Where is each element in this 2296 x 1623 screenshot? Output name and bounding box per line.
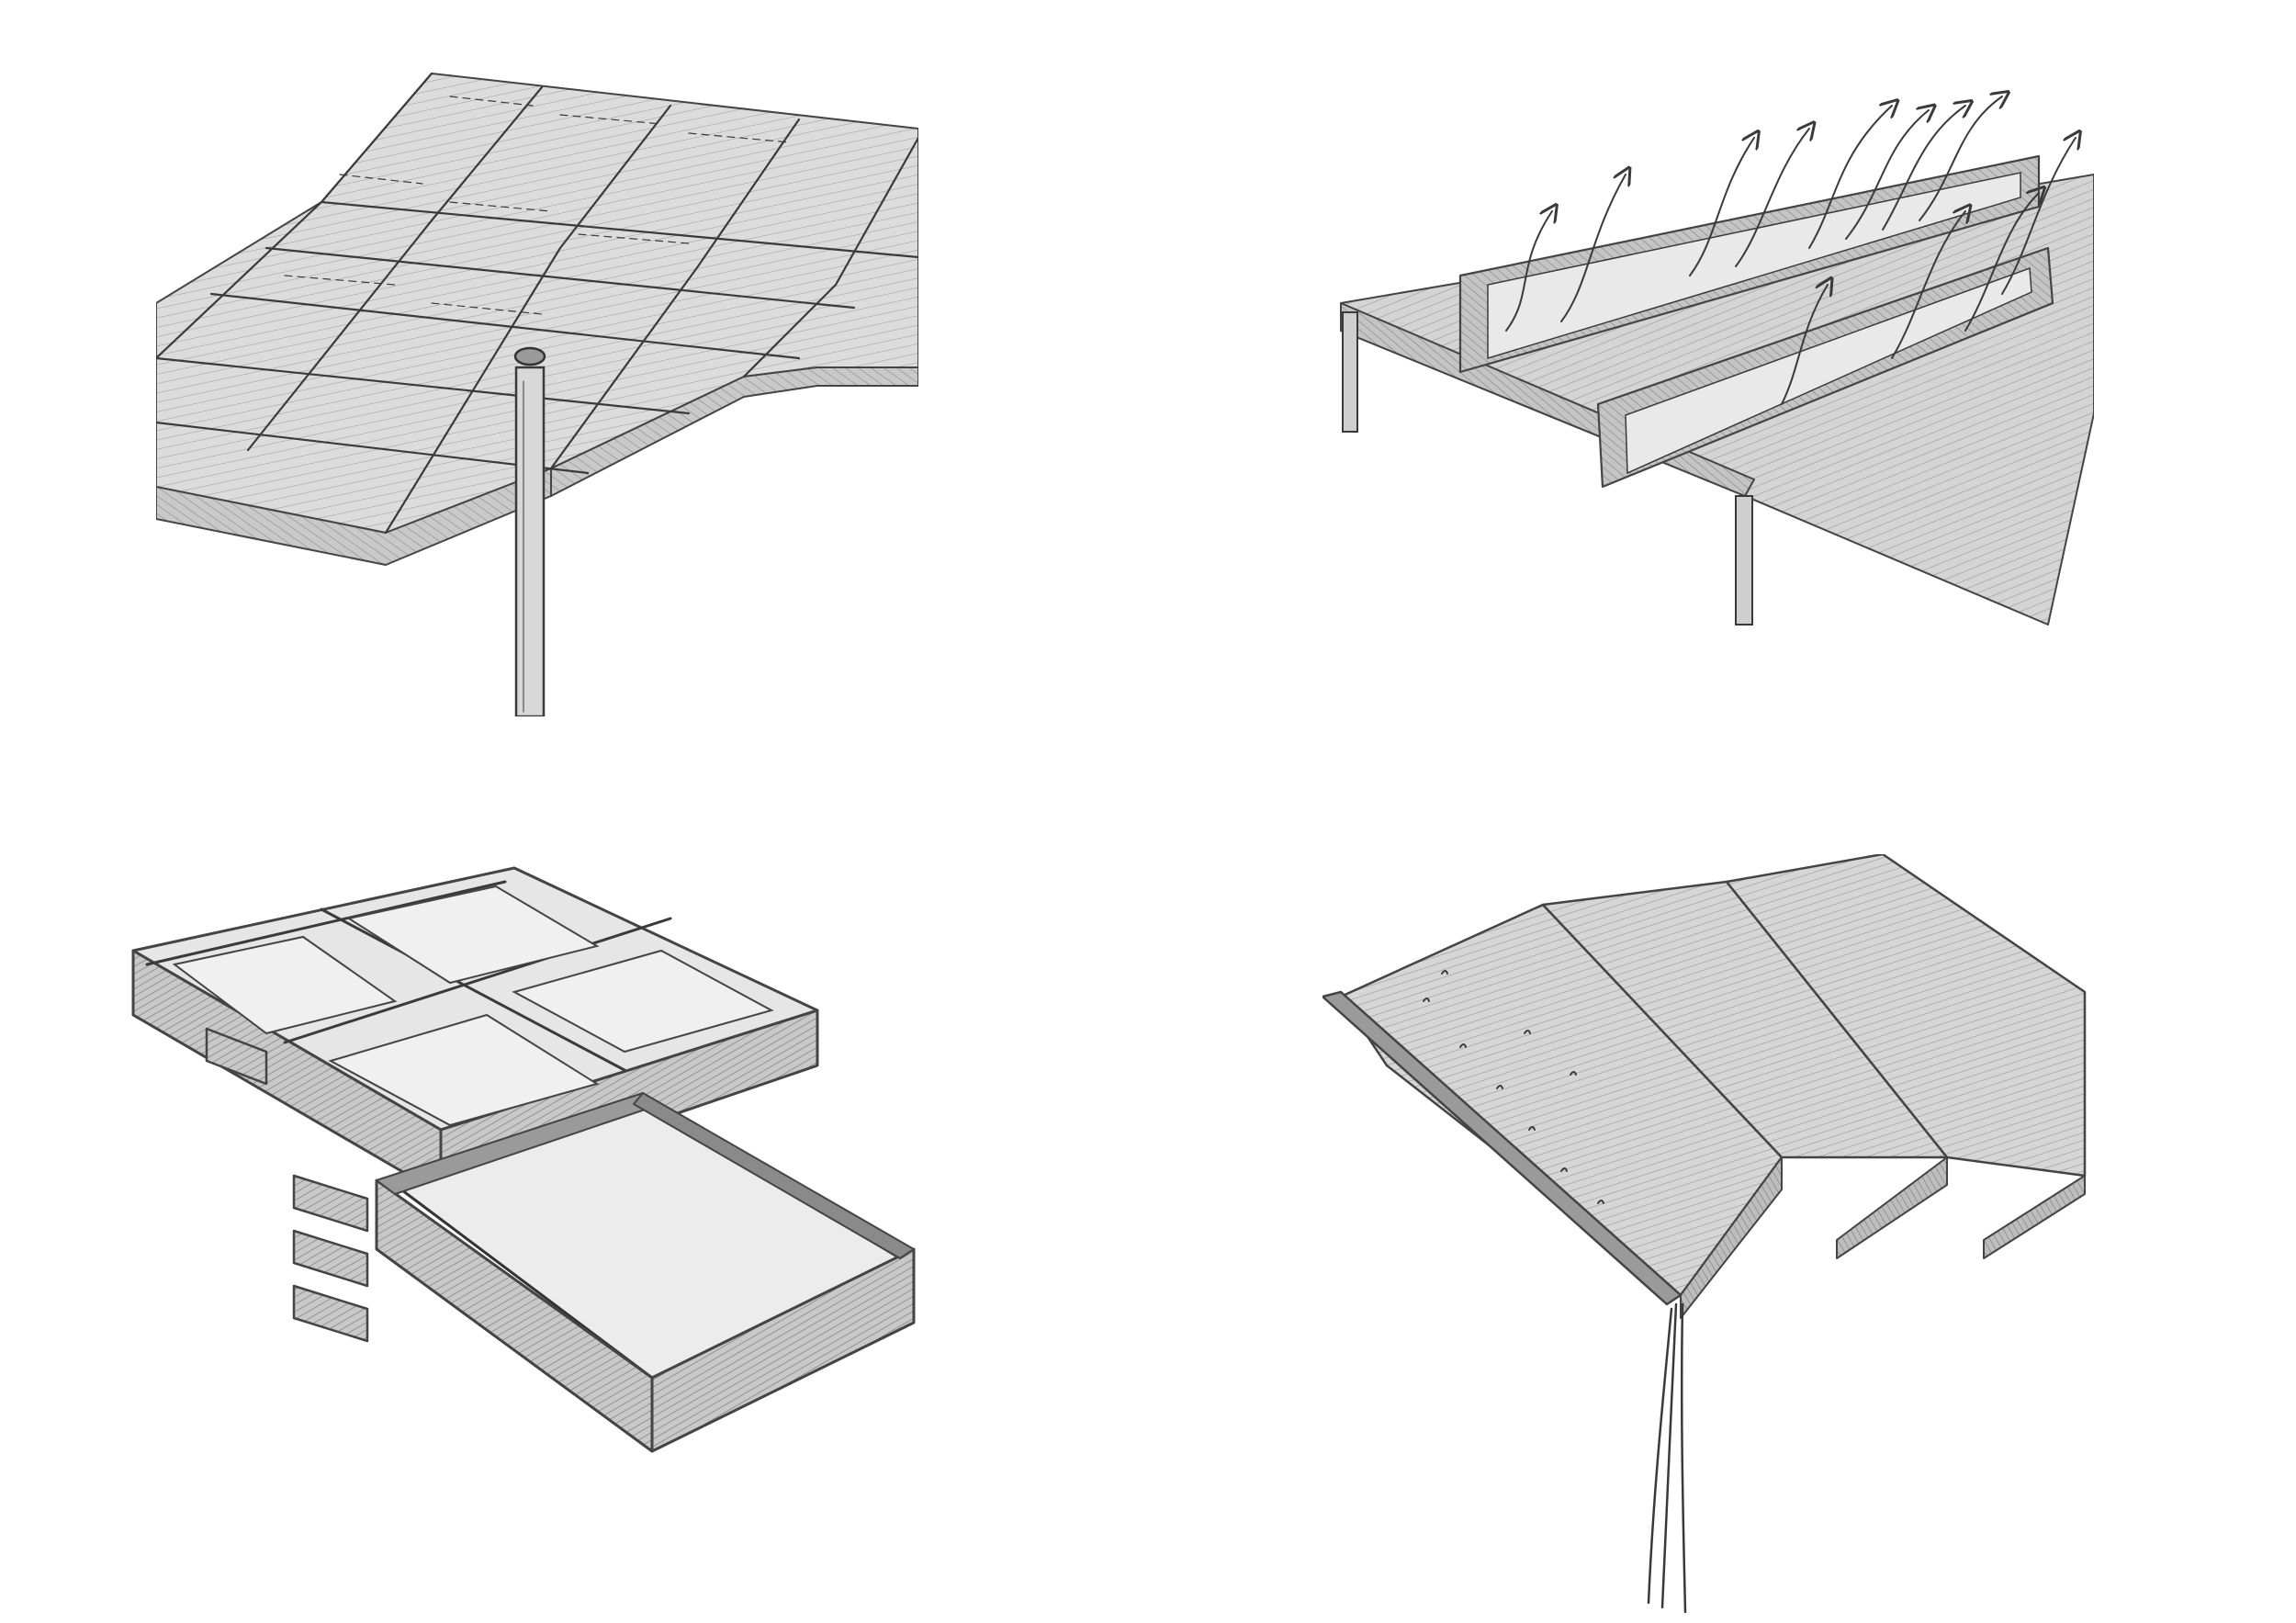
airflow-arrows: [1505, 96, 2076, 405]
stacked-drawer-ends: [205, 1027, 369, 1343]
sawtooth-riser-1: [1680, 1156, 1783, 1319]
sawtooth-riser-3: [1983, 1175, 2086, 1259]
gutter: [1322, 990, 1683, 1306]
panel-grid-seams: [156, 72, 918, 535]
roof-leg-left: [1342, 311, 1358, 433]
tray-cells: [172, 885, 774, 1127]
front-tray-side-rim: [633, 1092, 915, 1259]
airflow-roof-sketch: [1340, 55, 2094, 626]
sawtooth-riser-2: [1836, 1156, 1948, 1259]
vent-rail-back-slot: [1487, 172, 2021, 360]
tray-dividers: [145, 880, 672, 1072]
tray-rims: [284, 96, 791, 315]
roof-leg-right: [1735, 495, 1753, 626]
drain-cable: [1647, 1302, 1687, 1614]
tray-grid-sketch: [156, 72, 918, 716]
vent-rail-front-slot: [1625, 266, 2032, 475]
panel-grid-edge-right: [550, 366, 918, 497]
column-cap: [513, 346, 546, 366]
support-column: [514, 366, 546, 716]
front-tray-right-wall: [650, 1247, 916, 1453]
tray-stack-sketch: [131, 866, 916, 1453]
sawtooth-slab-3: [1725, 854, 2087, 1178]
sawtooth-roof-sketch: [1322, 854, 2087, 1614]
drain-holes: [1423, 970, 1604, 1204]
